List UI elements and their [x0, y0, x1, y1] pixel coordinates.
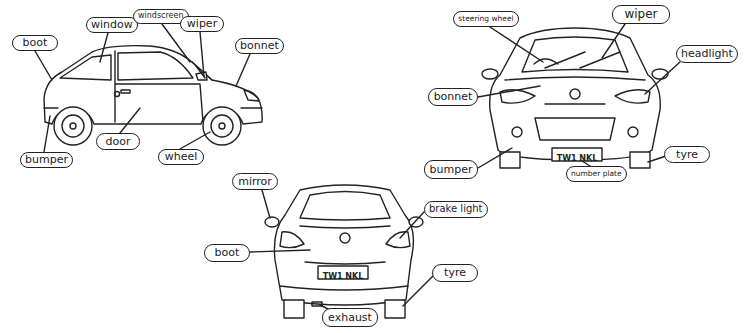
- part-name: number plate: [571, 170, 622, 178]
- tyre: [54, 107, 92, 145]
- part-name: wiper: [624, 8, 657, 21]
- part-label-box: number plate: [566, 166, 627, 182]
- part-label-box: mirror: [232, 173, 278, 190]
- door-handle: [121, 90, 130, 93]
- part-name: bumper: [25, 154, 68, 166]
- number-plate-text: TW1 NKL: [557, 154, 598, 163]
- part-name: wheel: [165, 151, 198, 163]
- part-label-box: bonnet: [235, 38, 284, 54]
- tyre: [385, 300, 405, 318]
- tyre: [203, 107, 241, 145]
- wiper-blades: [545, 52, 620, 68]
- fog-light: [628, 127, 638, 137]
- boot-line: [300, 226, 390, 264]
- leader-line: [35, 51, 52, 80]
- part-label-box: bumper: [424, 160, 478, 179]
- leader-line: [120, 108, 140, 133]
- leader-line: [200, 32, 204, 76]
- leader-line: [180, 132, 210, 149]
- rear-window: [300, 192, 390, 221]
- part-name: brake light: [429, 204, 483, 215]
- leader-line: [44, 116, 50, 152]
- wheel-hub: [219, 123, 225, 129]
- grille: [535, 104, 615, 140]
- part-label-box: headlight: [676, 45, 738, 63]
- bonnet-line: [505, 77, 645, 80]
- leader-line: [262, 190, 270, 218]
- car-body: [490, 28, 661, 160]
- headlight-shape: [615, 90, 650, 103]
- leader-line: [478, 148, 512, 168]
- side-headlight: [244, 90, 259, 101]
- steering-wheel-shape: [534, 59, 558, 64]
- leader-line: [478, 86, 540, 97]
- part-name: bumper: [430, 164, 473, 176]
- part-name: headlight: [681, 48, 733, 60]
- part-label-box: tyre: [432, 264, 478, 282]
- part-name: boot: [215, 247, 240, 259]
- part-label-box: boot: [12, 35, 58, 51]
- wheel-rim: [62, 115, 84, 137]
- part-label-box: boot: [204, 244, 250, 262]
- part-name: boot: [23, 37, 48, 49]
- number-plate-text: TW1 NKL: [323, 272, 364, 281]
- part-name: window: [91, 19, 133, 31]
- door-mirror: [652, 69, 668, 79]
- part-name: tyre: [444, 267, 466, 279]
- leader-line: [250, 250, 310, 252]
- part-label-box: tyre: [664, 146, 710, 163]
- wheel-rim: [211, 115, 233, 137]
- part-name: exhaust: [328, 312, 372, 324]
- leader-line: [645, 62, 680, 94]
- part-label-box: wheel: [158, 149, 204, 165]
- part-name: steering wheel: [458, 15, 513, 23]
- emblem: [340, 233, 350, 243]
- brake-light-shape: [386, 232, 410, 248]
- windscreen-line: [192, 62, 212, 80]
- tyre: [500, 152, 520, 168]
- bumper-line: [280, 286, 408, 290]
- part-name: bonnet: [434, 91, 473, 103]
- part-name: mirror: [238, 176, 272, 188]
- door-lock: [115, 92, 120, 97]
- part-name: wiper: [187, 18, 217, 30]
- tyre: [284, 300, 304, 318]
- wheel-hub: [70, 123, 76, 129]
- tyre: [630, 152, 650, 168]
- part-label-box: wiper: [180, 16, 224, 32]
- door-mirror: [265, 217, 279, 227]
- emblem: [570, 89, 580, 99]
- part-label-box: window: [86, 17, 138, 33]
- rear-window: [60, 55, 111, 80]
- leader-line: [648, 156, 666, 162]
- fog-light: [512, 127, 522, 137]
- car-body: [274, 185, 413, 305]
- brake-light-shape: [280, 232, 304, 248]
- leader-line: [403, 275, 434, 306]
- part-label-box: steering wheel: [453, 11, 519, 27]
- leader-line: [236, 54, 250, 86]
- part-label-box: bonnet: [428, 88, 478, 106]
- leader-line: [100, 33, 108, 62]
- part-label-box: wiper: [612, 5, 670, 24]
- side-window: [118, 52, 193, 80]
- part-name: door: [106, 136, 131, 148]
- part-label-box: brake light: [424, 201, 488, 218]
- part-label-box: door: [96, 133, 140, 150]
- part-name: tyre: [676, 149, 698, 161]
- door-mirror: [482, 69, 498, 79]
- part-label-box: bumper: [20, 152, 73, 168]
- part-name: bonnet: [240, 40, 279, 52]
- part-label-box: exhaust: [322, 308, 378, 327]
- leader-line: [490, 27, 543, 62]
- leader-line: [400, 212, 424, 238]
- part-name: windscreen: [138, 12, 184, 20]
- leader-line: [602, 24, 625, 58]
